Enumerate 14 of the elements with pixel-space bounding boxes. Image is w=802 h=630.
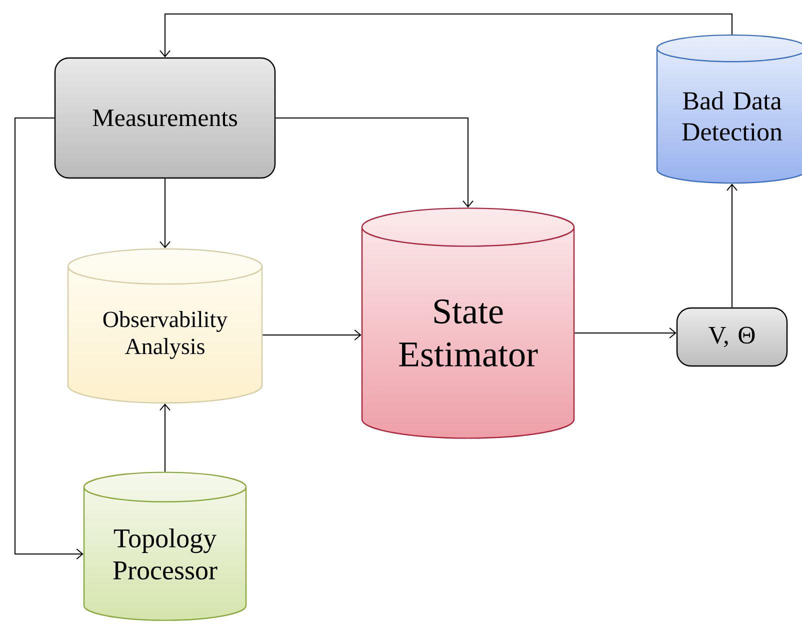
arrow	[726, 184, 738, 308]
database-cylinder: Topology Processor	[83, 472, 247, 621]
process-box: Measurements	[54, 57, 276, 179]
arrow	[160, 404, 170, 472]
arrow	[574, 328, 676, 338]
database-cylinder: Bad Data Detection	[656, 34, 802, 184]
arrow	[160, 14, 732, 58]
arrow	[160, 178, 170, 248]
database-cylinder: State Estimator	[361, 208, 575, 439]
arrow	[275, 118, 474, 208]
arrow	[14, 118, 84, 560]
arrow	[262, 330, 362, 340]
process-box: V, Θ	[676, 307, 788, 367]
database-cylinder: Observability Analysis	[67, 248, 263, 404]
